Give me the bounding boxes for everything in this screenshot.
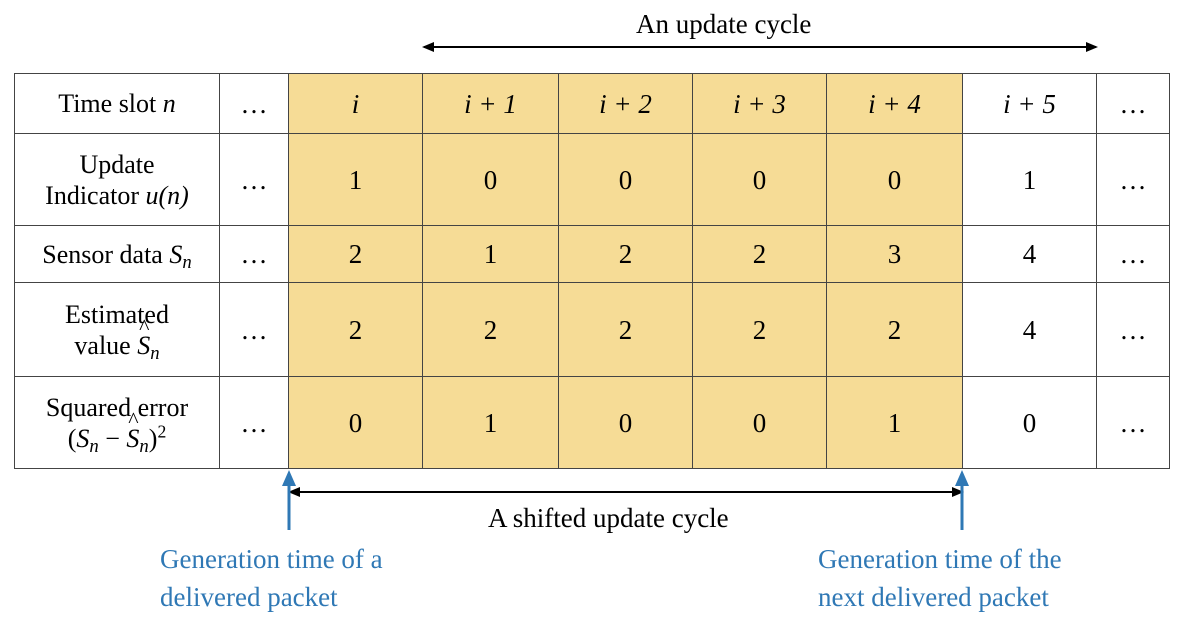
update-cycle-label: An update cycle <box>636 9 812 39</box>
data-cell: 0 <box>558 133 693 226</box>
header-cell: i + 4 <box>826 73 963 134</box>
data-cell: … <box>219 133 289 226</box>
data-cell: 2 <box>558 225 693 283</box>
header-cell: i + 1 <box>422 73 559 134</box>
squared-error-row: Squared error(Sn − Sn)2 … 0 1 0 0 1 0 … <box>14 376 1170 469</box>
data-cell: … <box>219 282 289 377</box>
right-annotation-line: Generation time of the <box>818 544 1062 574</box>
data-cell: 4 <box>962 225 1097 283</box>
header-label: Time slot n <box>14 73 220 134</box>
update-cycle-arrowhead-right <box>1086 42 1098 52</box>
right-generation-annotation: Generation time of the next delivered pa… <box>818 540 1062 616</box>
left-annotation-line: Generation time of a <box>160 544 383 574</box>
generation-time-arrowhead-left <box>282 470 296 486</box>
data-cell: 1 <box>962 133 1097 226</box>
data-cell: … <box>219 225 289 283</box>
data-cell: 0 <box>692 133 827 226</box>
generation-time-arrowhead-right <box>955 470 969 486</box>
left-annotation-line: delivered packet <box>160 582 338 612</box>
data-cell: 4 <box>962 282 1097 377</box>
header-row: Time slot n … i i + 1 i + 2 i + 3 i + 4 … <box>14 73 1170 134</box>
update-table: Time slot n … i i + 1 i + 2 i + 3 i + 4 … <box>14 73 1170 469</box>
right-annotation-line: next delivered packet <box>818 582 1049 612</box>
sensor-data-row: Sensor data Sn … 2 1 2 2 3 4 … <box>14 225 1170 283</box>
data-cell: 0 <box>826 133 963 226</box>
data-cell: 0 <box>288 376 423 469</box>
data-cell: 1 <box>826 376 963 469</box>
data-cell: … <box>1096 133 1170 226</box>
data-cell: 2 <box>692 282 827 377</box>
data-cell: 2 <box>288 282 423 377</box>
data-cell: 1 <box>288 133 423 226</box>
header-cell: i + 3 <box>692 73 827 134</box>
shifted-cycle-label: A shifted update cycle <box>488 503 729 533</box>
header-cell: i + 5 <box>962 73 1097 134</box>
header-cell: … <box>1096 73 1170 134</box>
data-cell: 0 <box>558 376 693 469</box>
data-cell: 1 <box>422 225 559 283</box>
data-cell: 2 <box>826 282 963 377</box>
data-cell: 2 <box>692 225 827 283</box>
row-label: Squared error(Sn − Sn)2 <box>14 376 220 469</box>
data-cell: … <box>1096 282 1170 377</box>
data-cell: 2 <box>558 282 693 377</box>
update-cycle-arrowhead-left <box>422 42 434 52</box>
header-cell: i <box>288 73 423 134</box>
data-cell: 0 <box>962 376 1097 469</box>
data-cell: … <box>1096 376 1170 469</box>
shifted-cycle-arrowhead-left <box>288 487 300 497</box>
data-cell: … <box>219 376 289 469</box>
left-generation-annotation: Generation time of a delivered packet <box>160 540 383 616</box>
data-cell: 2 <box>422 282 559 377</box>
data-cell: 3 <box>826 225 963 283</box>
shifted-cycle-arrowhead-right <box>952 487 964 497</box>
header-cell: … <box>219 73 289 134</box>
data-cell: 0 <box>692 376 827 469</box>
data-cell: 0 <box>422 133 559 226</box>
row-label: Sensor data Sn <box>14 225 220 283</box>
data-cell: … <box>1096 225 1170 283</box>
data-cell: 1 <box>422 376 559 469</box>
header-cell: i + 2 <box>558 73 693 134</box>
data-cell: 2 <box>288 225 423 283</box>
